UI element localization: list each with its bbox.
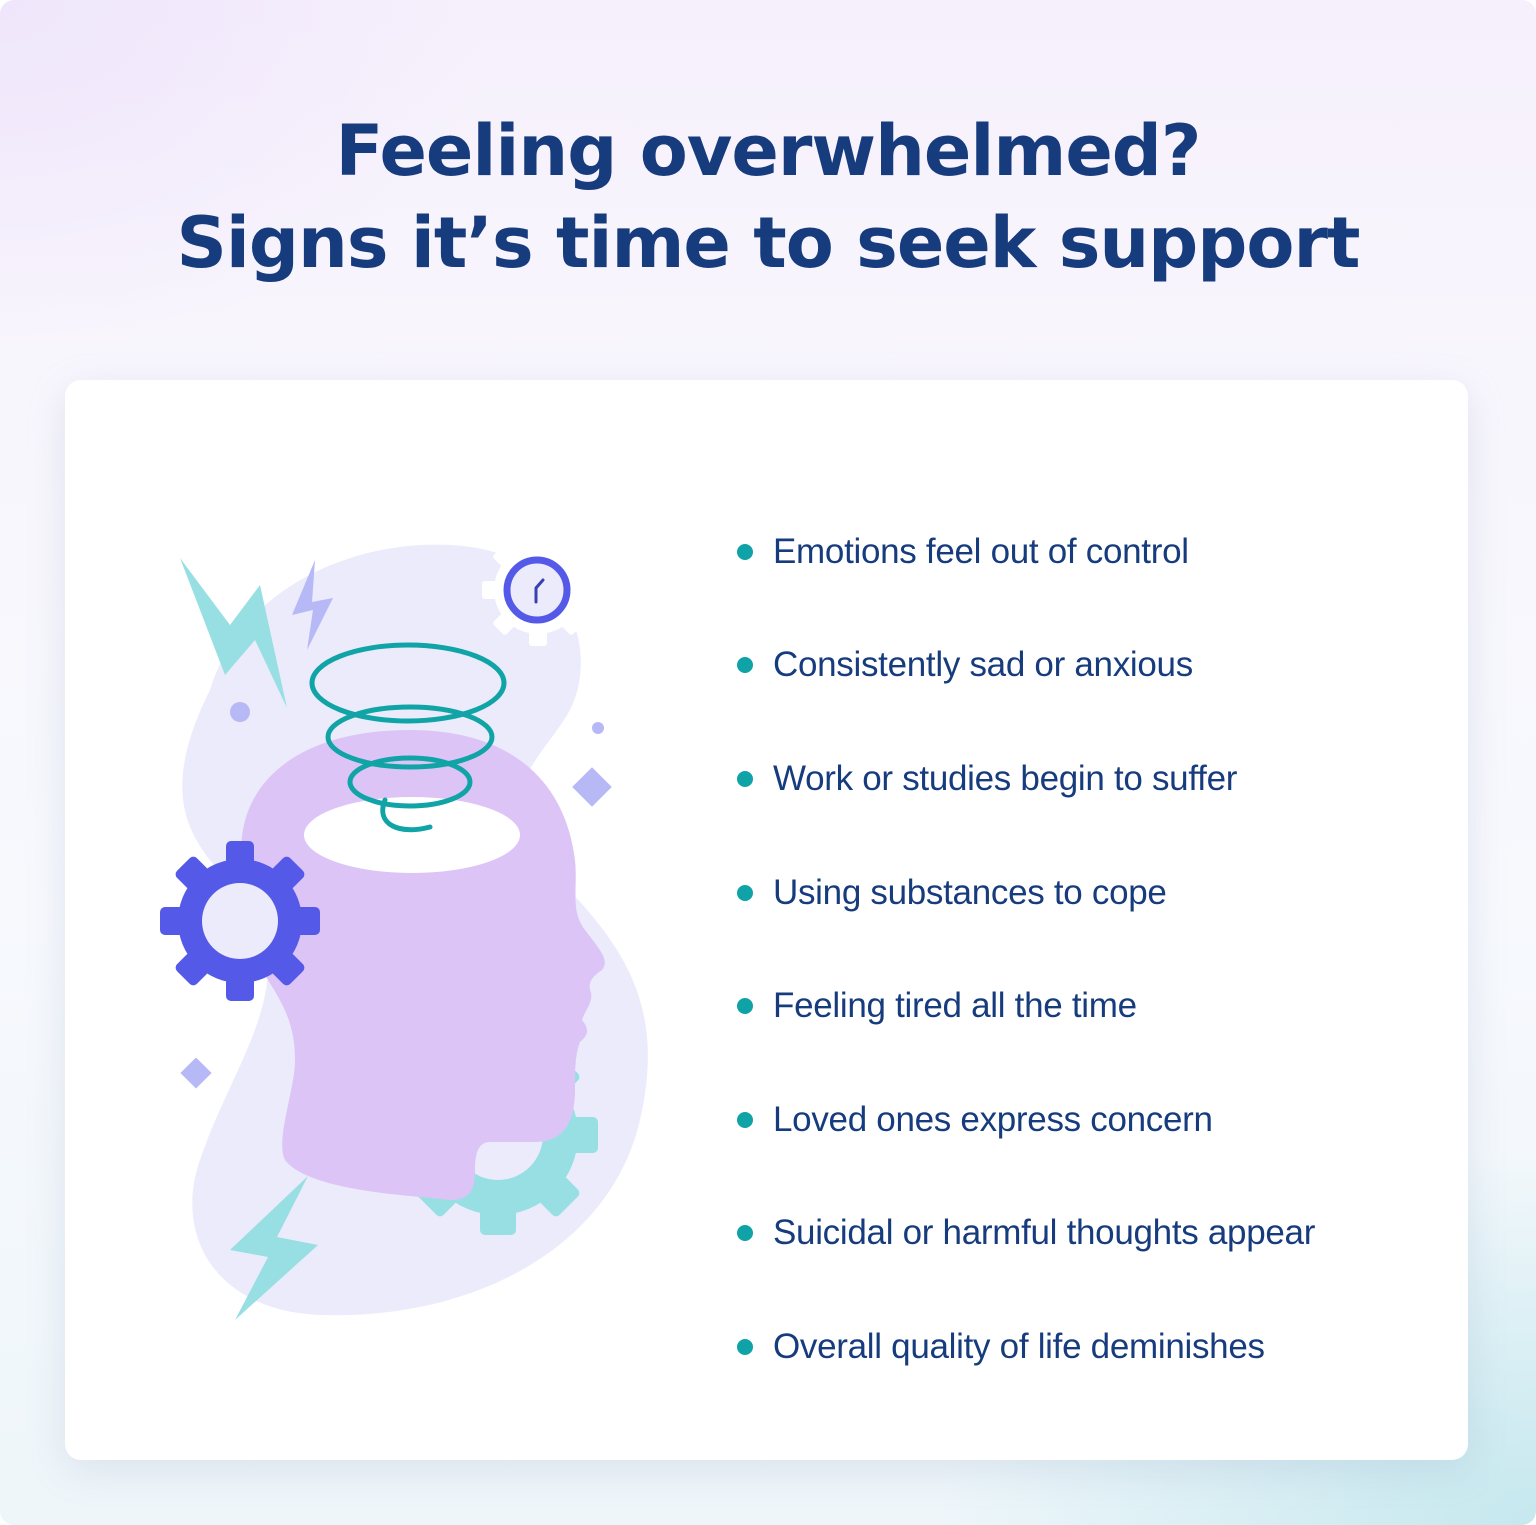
blue-gear-icon bbox=[160, 841, 320, 1001]
list-item: Loved ones express concern bbox=[737, 1063, 1315, 1177]
sign-label: Loved ones express concern bbox=[773, 1099, 1213, 1139]
bullet-dot-icon bbox=[737, 543, 753, 560]
bullet-dot-icon bbox=[737, 657, 753, 674]
lightning-bolt-small-icon bbox=[292, 560, 333, 650]
spiral-tornado-icon bbox=[309, 642, 507, 833]
list-item: Feeling tired all the time bbox=[737, 949, 1315, 1063]
dot-icon bbox=[592, 722, 604, 734]
list-item: Overall quality of life deminishes bbox=[737, 1290, 1315, 1404]
sign-label: Suicidal or harmful thoughts appear bbox=[773, 1213, 1316, 1253]
sign-label: Emotions feel out of control bbox=[773, 531, 1189, 571]
dot-icon bbox=[230, 702, 250, 722]
overwhelmed-head-illustration bbox=[160, 534, 648, 1320]
list-item: Work or studies begin to suffer bbox=[737, 722, 1315, 836]
lightning-bolt-icon bbox=[180, 558, 287, 708]
diamond-icon bbox=[180, 1057, 212, 1089]
head-opening bbox=[304, 797, 520, 873]
lightning-bolt-bottom-icon bbox=[230, 1176, 318, 1320]
bullet-dot-icon bbox=[737, 998, 753, 1015]
list-item: Using substances to cope bbox=[737, 836, 1315, 950]
content-card: Emotions feel out of control Consistentl… bbox=[65, 380, 1468, 1460]
bullet-dot-icon bbox=[737, 884, 753, 901]
sign-label: Using substances to cope bbox=[773, 872, 1167, 912]
bullet-dot-icon bbox=[737, 1111, 753, 1128]
signs-list: Emotions feel out of control Consistentl… bbox=[737, 495, 1315, 1404]
list-item: Suicidal or harmful thoughts appear bbox=[737, 1177, 1315, 1291]
bullet-dot-icon bbox=[737, 1225, 753, 1242]
list-item: Consistently sad or anxious bbox=[737, 609, 1315, 723]
page-title: Feeling overwhelmed? Signs it’s time to … bbox=[0, 105, 1536, 289]
sign-label: Feeling tired all the time bbox=[773, 986, 1137, 1026]
bullet-dot-icon bbox=[737, 1338, 753, 1355]
bullet-dot-icon bbox=[737, 770, 753, 787]
diamond-icon bbox=[572, 767, 612, 807]
list-item: Emotions feel out of control bbox=[737, 495, 1315, 609]
title-line-2: Signs it’s time to seek support bbox=[176, 202, 1361, 284]
sign-label: Consistently sad or anxious bbox=[773, 645, 1193, 685]
sign-label: Overall quality of life deminishes bbox=[773, 1326, 1265, 1366]
clock-icon bbox=[503, 556, 571, 624]
sign-label: Work or studies begin to suffer bbox=[773, 758, 1238, 798]
title-line-1: Feeling overwhelmed? bbox=[335, 110, 1201, 192]
